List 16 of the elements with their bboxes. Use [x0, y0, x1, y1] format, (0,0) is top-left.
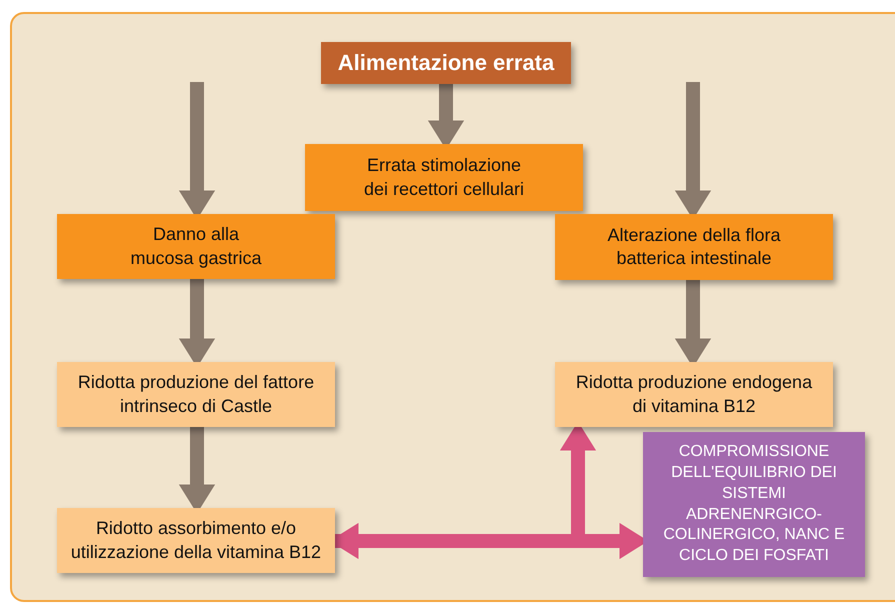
box-text: Errata stimolazione dei recettori cellulari	[362, 154, 526, 200]
process-box	[555, 214, 833, 280]
box-text: Alimentazione errata	[338, 48, 554, 77]
box-text: Alterazione della flora batterica intestinale	[606, 224, 782, 270]
process-box	[305, 144, 583, 211]
process-box	[57, 362, 335, 427]
process-box	[643, 432, 865, 577]
box-text: Ridotto assorbimento e/o utilizzazione della vitamina B12	[70, 517, 322, 564]
box-text: COMPROMISSIONE DELL'EQUILIBRIO DEI SISTEMI ADRENENRGICO-COLINERGICO, NANC E CICLO DEI FOSFATI	[662, 442, 846, 566]
process-box	[57, 214, 335, 279]
box-text: Danno alla mucosa gastrica	[129, 223, 263, 270]
process-box	[57, 508, 335, 573]
box-text: Ridotta produzione del fattore intrinseco di Castle	[76, 371, 316, 418]
process-box	[321, 42, 571, 84]
box-text: Ridotta produzione endogena di vitamina B12	[574, 371, 814, 418]
process-box	[555, 362, 833, 427]
